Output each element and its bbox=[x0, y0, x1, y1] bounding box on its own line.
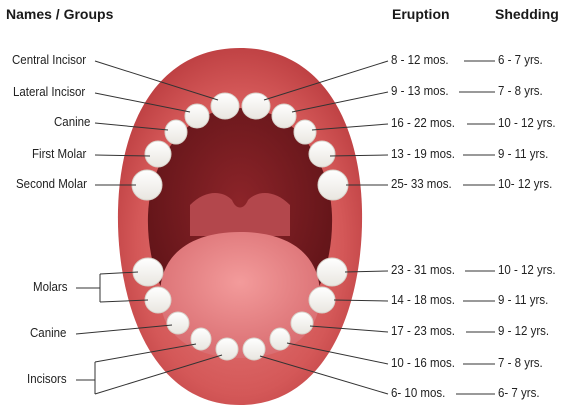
upper-first-molar-right bbox=[309, 141, 335, 167]
upper-lateral-incisor-right bbox=[272, 104, 296, 128]
lower-lateral-incisor-right bbox=[270, 328, 290, 350]
upper-central-incisor-left bbox=[211, 93, 239, 119]
upper-lateral-incisor-left bbox=[185, 104, 209, 128]
eruption-lower-lateral-incisor: 10 - 16 mos. bbox=[391, 356, 455, 370]
upper-canine-right bbox=[294, 120, 316, 144]
shedding-lower-second-molar: 10 - 12 yrs. bbox=[498, 263, 556, 277]
shedding-upper-second-molar: 10- 12 yrs. bbox=[498, 177, 552, 191]
shedding-lower-lateral-incisor: 7 - 8 yrs. bbox=[498, 356, 543, 370]
label-second-molar: Second Molar bbox=[16, 177, 87, 191]
connector-lines bbox=[456, 61, 495, 394]
upper-second-molar-left bbox=[132, 170, 162, 200]
eruption-upper-central-incisor: 8 - 12 mos. bbox=[391, 53, 449, 67]
lower-second-molar-right bbox=[317, 258, 347, 286]
shedding-upper-first-molar: 9 - 11 yrs. bbox=[498, 147, 548, 161]
eruption-upper-first-molar: 13 - 19 mos. bbox=[391, 147, 455, 161]
lower-first-molar-left bbox=[145, 287, 171, 313]
shedding-lower-central-incisor: 6- 7 yrs. bbox=[498, 386, 540, 400]
upper-central-incisor-right bbox=[242, 93, 270, 119]
shedding-lower-canine: 9 - 12 yrs. bbox=[498, 324, 549, 338]
label-canine-lower: Canine bbox=[30, 326, 66, 340]
label-first-molar: First Molar bbox=[32, 147, 86, 161]
eruption-lower-first-molar: 14 - 18 mos. bbox=[391, 293, 455, 307]
lower-canine-right bbox=[291, 312, 313, 334]
eruption-lower-canine: 17 - 23 mos. bbox=[391, 324, 455, 338]
label-incisors: Incisors bbox=[27, 372, 67, 386]
label-canine-upper: Canine bbox=[54, 115, 90, 129]
label-molars: Molars bbox=[33, 280, 68, 294]
eruption-upper-second-molar: 25- 33 mos. bbox=[391, 177, 452, 191]
lower-first-molar-right bbox=[309, 287, 335, 313]
eruption-upper-lateral-incisor: 9 - 13 mos. bbox=[391, 84, 449, 98]
lower-lateral-incisor-left bbox=[191, 328, 211, 350]
upper-canine-left bbox=[165, 120, 187, 144]
eruption-lower-central-incisor: 6- 10 mos. bbox=[391, 386, 445, 400]
eruption-upper-canine: 16 - 22 mos. bbox=[391, 116, 455, 130]
label-central-incisor: Central Incisor bbox=[12, 53, 86, 67]
shedding-upper-central-incisor: 6 - 7 yrs. bbox=[498, 53, 543, 67]
tongue bbox=[160, 232, 320, 358]
shedding-lower-first-molar: 9 - 11 yrs. bbox=[498, 293, 548, 307]
lower-canine-left bbox=[167, 312, 189, 334]
shedding-upper-lateral-incisor: 7 - 8 yrs. bbox=[498, 84, 543, 98]
eruption-lower-second-molar: 23 - 31 mos. bbox=[391, 263, 455, 277]
lower-central-incisor-left bbox=[216, 338, 238, 360]
upper-first-molar-left bbox=[145, 141, 171, 167]
shedding-upper-canine: 10 - 12 yrs. bbox=[498, 116, 556, 130]
upper-second-molar-right bbox=[318, 170, 348, 200]
label-lateral-incisor: Lateral Incisor bbox=[13, 85, 85, 99]
